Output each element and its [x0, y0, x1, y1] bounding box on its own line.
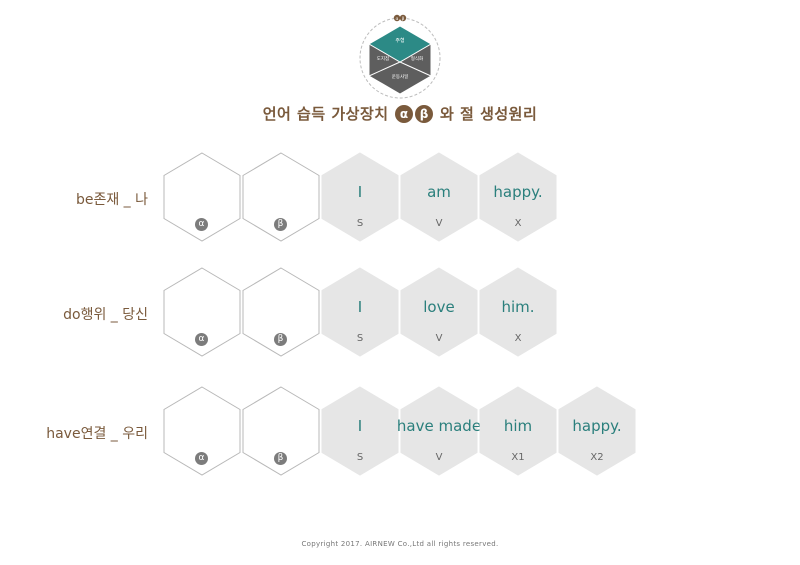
beta-slot-hex: β: [242, 386, 320, 476]
hex-role-tag: V: [435, 218, 443, 229]
beta-slot-hex: β: [242, 152, 320, 242]
alpha-slot-hex: α: [163, 152, 241, 242]
hex-word: happy.: [572, 417, 622, 435]
hex-role-tag: S: [356, 333, 364, 344]
alpha-slot-hex: α: [163, 386, 241, 476]
hex-word: him.: [501, 298, 535, 316]
row-label: have연결 _ 우리: [46, 426, 148, 442]
hex-role-tag: X: [514, 218, 522, 229]
hex-role-tag: X2: [590, 452, 604, 463]
alpha-badge: α: [195, 333, 208, 346]
logo-cell-bottom: 운동사일: [392, 73, 409, 80]
hex-word: him: [503, 417, 533, 435]
hex-role-tag: V: [435, 452, 443, 463]
title-prefix: 언어 습득 가상장치: [262, 105, 389, 123]
beta-badge: β: [415, 105, 434, 123]
hex-role-tag: S: [356, 452, 364, 463]
hex-word: I: [357, 183, 363, 201]
hex-word: I: [357, 417, 363, 435]
logo-emblem: α β 주형 도지점 형식화 운동사일: [357, 14, 443, 104]
hex-role-tag: V: [435, 333, 443, 344]
logo-cell-left: 도지점: [377, 55, 389, 62]
hex-word: am: [427, 183, 451, 201]
word-hex: him. X: [479, 267, 557, 357]
hex-role-tag: X: [514, 333, 522, 344]
beta-badge: β: [274, 452, 287, 465]
hex-word: happy.: [493, 183, 543, 201]
alpha-slot-hex: α: [163, 267, 241, 357]
hex-word: love: [423, 298, 455, 316]
beta-slot-hex: β: [242, 267, 320, 357]
logo-beta: β: [402, 16, 405, 21]
hex-role-tag: X1: [511, 452, 525, 463]
word-hex: happy. X2: [558, 386, 636, 476]
beta-badge: β: [274, 218, 287, 231]
alpha-badge: α: [195, 452, 208, 465]
word-hex: happy. X: [479, 152, 557, 242]
alpha-badge: α: [395, 105, 414, 123]
copyright-footer: Copyright 2017. AIRNEW Co.,Ltd all right…: [301, 540, 499, 548]
logo-alpha: α: [396, 16, 399, 21]
title-suffix: 와 절 생성원리: [440, 105, 538, 123]
beta-badge: β: [274, 333, 287, 346]
row-label: do행위 _ 당신: [63, 307, 148, 323]
hex-word: have made: [396, 417, 482, 435]
logo-cell-right: 형식화: [411, 55, 423, 62]
hex-word: I: [357, 298, 363, 316]
row-label: be존재 _ 나: [75, 192, 148, 208]
alpha-badge: α: [195, 218, 208, 231]
hex-role-tag: S: [356, 218, 364, 229]
logo-cell-top: 주형: [395, 37, 404, 44]
